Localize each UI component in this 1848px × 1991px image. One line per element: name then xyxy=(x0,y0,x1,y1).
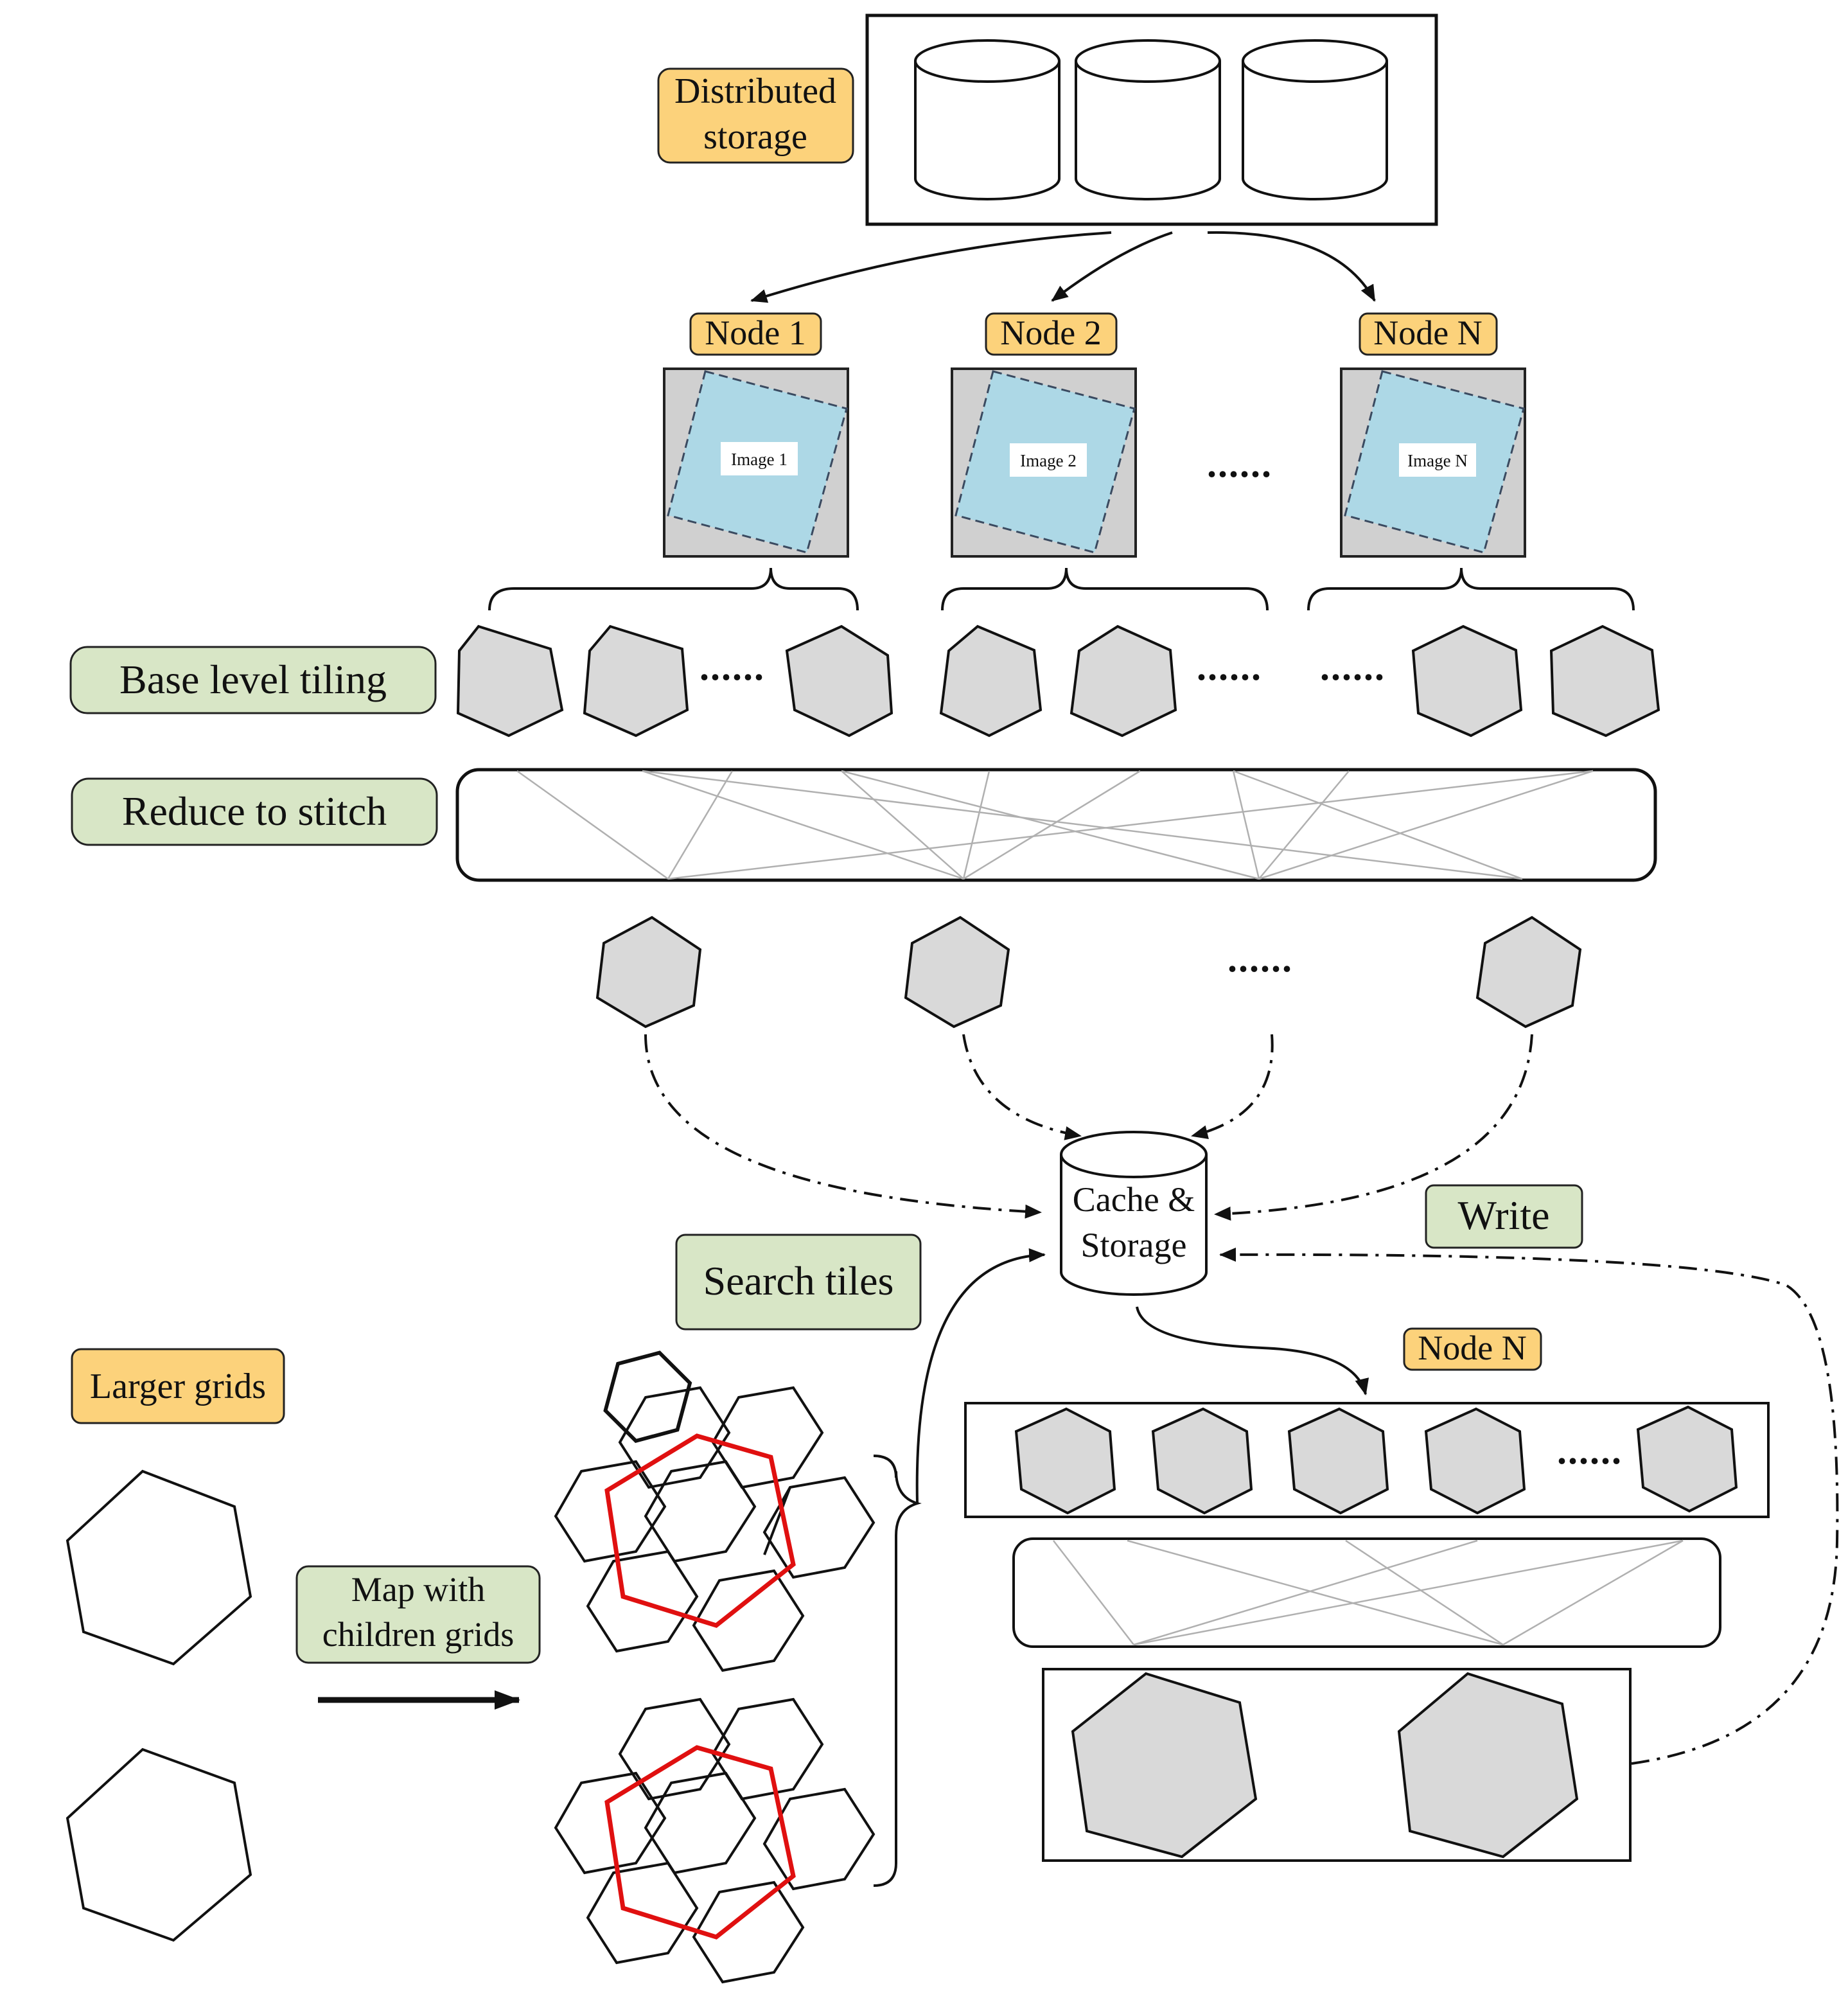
imageN-tile: Image N xyxy=(1340,367,1526,558)
nodeN-bottom-label: Node N xyxy=(1403,1327,1542,1371)
node2-label: Node 2 xyxy=(985,312,1118,356)
large-hexagon xyxy=(66,1748,252,1942)
svg-text:Reduce to stitch: Reduce to stitch xyxy=(122,788,387,834)
nodeN-label: Node N xyxy=(1359,312,1498,356)
image1-tile: Image 1 xyxy=(663,367,849,558)
arrow-to-nodeN xyxy=(1207,231,1376,302)
search-arrow xyxy=(915,1248,1046,1504)
database-icon xyxy=(1242,39,1388,200)
base-level-tiling-label: Base level tiling xyxy=(69,646,437,714)
tiles-ellipsis: ...... xyxy=(700,646,765,688)
svg-text:Node N: Node N xyxy=(1418,1329,1526,1367)
tiles-ellipsis: ...... xyxy=(1320,646,1386,688)
cache-to-node-arrow xyxy=(1136,1306,1369,1395)
large-hexagon xyxy=(66,1469,252,1666)
bottom-output-box xyxy=(1042,1668,1632,1862)
database-icon xyxy=(1075,39,1221,200)
stitched-hexagons: ...... xyxy=(595,916,1582,1029)
svg-text:Node 2: Node 2 xyxy=(1000,314,1101,352)
hexagon-tile xyxy=(1549,624,1660,738)
flow-to-cache xyxy=(962,1034,1082,1140)
hexagon-tile xyxy=(1636,1405,1738,1513)
stitched-ellipsis: ...... xyxy=(1228,937,1293,980)
distributed-storage-box xyxy=(865,13,1438,226)
svg-text:Larger grids: Larger grids xyxy=(90,1367,266,1406)
hexagon-tile xyxy=(583,624,689,738)
node1-label: Node 1 xyxy=(689,312,822,356)
bottom-node-row: ...... xyxy=(964,1402,1770,1518)
svg-text:Base level tiling: Base level tiling xyxy=(119,657,387,702)
distributed-storage-label: Distributed storage xyxy=(657,67,854,164)
search-tiles-label: Search tiles xyxy=(675,1234,922,1331)
larger-grids-label: Larger grids xyxy=(71,1348,285,1424)
hexagon-tile xyxy=(1287,1407,1389,1515)
database-icon xyxy=(914,39,1060,200)
write-label: Write xyxy=(1425,1184,1583,1249)
brace-nodeN xyxy=(1307,567,1635,611)
hexagon-tile xyxy=(1014,1407,1116,1515)
arrow-to-node1 xyxy=(750,231,1112,303)
hexagon-tile xyxy=(1411,624,1523,738)
hexagon-tile xyxy=(939,624,1043,738)
map-children-label: Map with children grids xyxy=(295,1565,541,1664)
reduce-to-stitch-label: Reduce to stitch xyxy=(71,777,438,846)
hexagon-tile xyxy=(1151,1407,1253,1515)
svg-text:storage: storage xyxy=(703,117,807,157)
svg-text:Write: Write xyxy=(1457,1192,1549,1238)
svg-text:Image 1: Image 1 xyxy=(731,450,788,469)
svg-text:Cache &: Cache & xyxy=(1073,1180,1195,1219)
flow-to-cache xyxy=(1191,1034,1274,1139)
large-hexagon-tile xyxy=(1397,1672,1579,1859)
brace-node1 xyxy=(488,567,859,611)
large-hexagon-tile xyxy=(1071,1672,1258,1859)
svg-text:Image N: Image N xyxy=(1407,451,1468,470)
svg-text:Node N: Node N xyxy=(1373,314,1482,352)
hexagon-tile xyxy=(904,916,1010,1029)
write-back-arrow xyxy=(1219,1247,1839,1765)
svg-text:Storage: Storage xyxy=(1081,1226,1187,1264)
flow-to-cache xyxy=(644,1034,1042,1219)
hexagon-tile xyxy=(1475,916,1582,1029)
flow-to-cache xyxy=(1214,1034,1533,1221)
svg-text:Image 2: Image 2 xyxy=(1020,451,1077,470)
hexagon-tile xyxy=(1424,1407,1526,1515)
hexagon-tile xyxy=(785,624,893,738)
cache-storage-icon: Cache & Storage xyxy=(1060,1131,1208,1296)
svg-text:Search tiles: Search tiles xyxy=(703,1258,894,1304)
stitch-box xyxy=(455,768,1657,882)
brace-node2 xyxy=(941,567,1269,611)
children-grid-cluster xyxy=(554,1350,876,1672)
tiles-ellipsis: ...... xyxy=(1197,646,1262,688)
bottom-stitch-box xyxy=(1012,1537,1721,1648)
svg-text:Node 1: Node 1 xyxy=(705,314,805,352)
svg-text:Distributed: Distributed xyxy=(674,71,836,111)
base-hexagons: ...... ...... ...... xyxy=(456,624,1660,738)
arrow-to-node2 xyxy=(1051,231,1173,302)
hexagon-tile xyxy=(595,916,702,1029)
bottom-ellipsis: ...... xyxy=(1557,1429,1623,1472)
clusters-brace xyxy=(873,1455,922,1887)
hexagon-tile xyxy=(1069,624,1177,738)
svg-text:Map with: Map with xyxy=(351,1570,486,1609)
children-grid-cluster xyxy=(554,1697,876,1984)
svg-text:children grids: children grids xyxy=(322,1615,514,1654)
image2-tile: Image 2 xyxy=(951,367,1137,558)
images-ellipsis: ...... xyxy=(1207,443,1272,485)
hexagon-tile xyxy=(456,624,564,738)
